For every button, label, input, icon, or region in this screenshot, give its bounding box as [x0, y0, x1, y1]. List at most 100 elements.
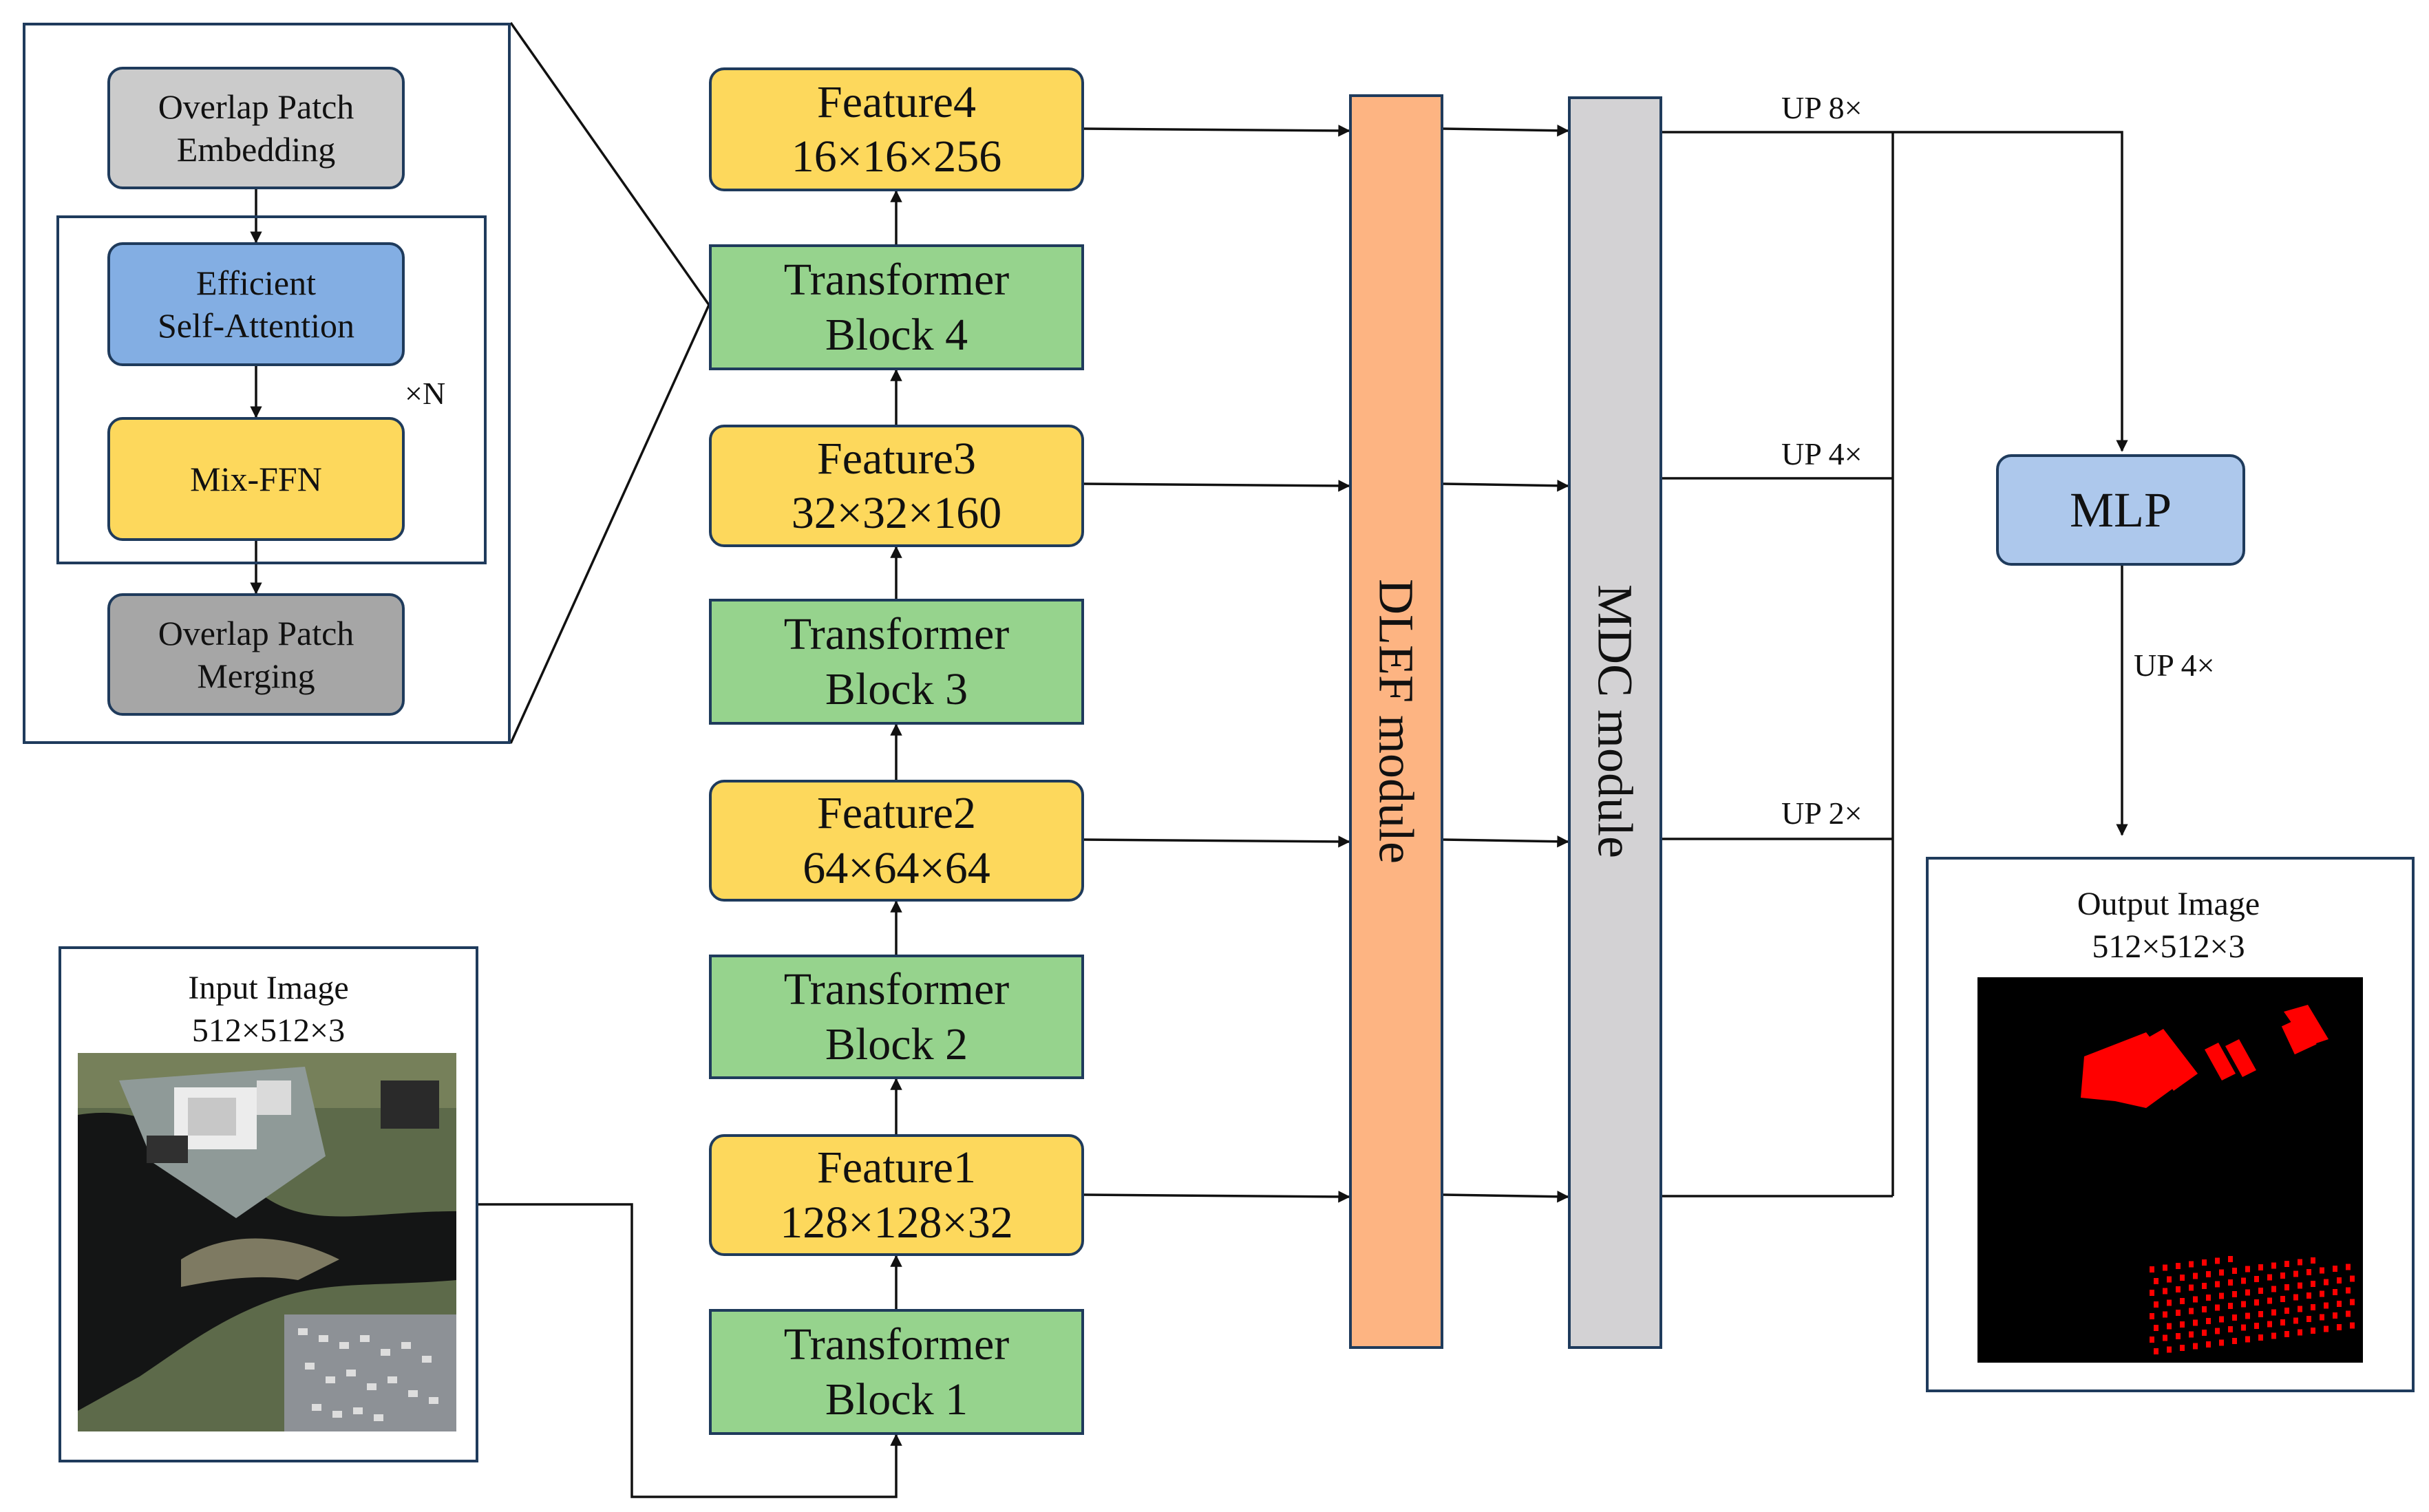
overlap-patch-embedding-box: Overlap Patch Embedding [107, 67, 405, 189]
feature2-shape: 64×64×64 [803, 842, 990, 893]
house-mask-mark [2306, 1316, 2311, 1322]
repeat-n-label: ×N [405, 376, 446, 411]
house-mask-mark [2232, 1268, 2237, 1274]
house-mask-mark [2271, 1309, 2276, 1316]
house-mask-mark [2150, 1290, 2154, 1296]
house-mask-mark [2337, 1277, 2342, 1284]
arrow-f3-dlef [1083, 480, 1350, 492]
feature3-shape: 32×32×160 [791, 488, 1002, 538]
house-mask-mark [2228, 1256, 2233, 1262]
feature2-box: Feature2 64×64×64 [709, 780, 1084, 902]
transformer-block-4: Transformer Block 4 [709, 244, 1084, 370]
house-mask-mark [2154, 1301, 2158, 1308]
house-mask-mark [2337, 1301, 2342, 1307]
mix-ffn-label: Mix-FFN [190, 459, 322, 498]
house-mask-mark [2311, 1281, 2315, 1287]
house-mask-mark [2245, 1266, 2250, 1273]
house-mask-mark [2176, 1310, 2181, 1316]
house-mask-mark [2311, 1328, 2315, 1334]
feature3-name: Feature3 [817, 433, 976, 484]
feature4-shape: 16×16×256 [791, 131, 1002, 182]
house-mask-mark [2176, 1333, 2181, 1339]
house-mask-mark [2232, 1314, 2237, 1321]
house-mask-mark [2267, 1274, 2272, 1281]
house-mask-mark [2167, 1323, 2172, 1330]
house-mask-mark [2258, 1311, 2263, 1317]
house-mask-mark [2167, 1299, 2172, 1306]
zoom-line-top [509, 21, 710, 306]
input-image-panel [59, 946, 478, 1462]
house-mask-mark [2254, 1323, 2259, 1329]
house-mask-mark [2219, 1269, 2224, 1276]
house-mask-mark [2350, 1322, 2355, 1329]
house-mask-mark [2280, 1296, 2285, 1302]
overlap-patch-merging-label: Overlap Patch Merging [158, 613, 354, 696]
house-mask-mark [2298, 1306, 2302, 1312]
output-image-shape: 512×512×3 [2092, 928, 2245, 966]
house-mask-mark [2180, 1321, 2185, 1328]
house-mask-mark [2320, 1314, 2324, 1321]
house-mask-mark [2193, 1319, 2198, 1326]
input-image-title: Input Image [188, 970, 349, 1006]
feature3-box: Feature3 32×32×160 [709, 425, 1084, 547]
arrow-f2-dlef [1083, 835, 1350, 848]
house-mask-mark [2189, 1331, 2194, 1338]
house-mask-mark [2154, 1348, 2158, 1354]
house-mask-mark [2284, 1331, 2289, 1337]
house-mask-mark [2154, 1325, 2158, 1331]
efficient-self-attention-box: Efficient Self-Attention [107, 242, 405, 366]
input-image-shape: 512×512×3 [191, 1012, 346, 1050]
house-mask-mark [2241, 1324, 2246, 1331]
feature1-shape: 128×128×32 [780, 1197, 1013, 1248]
house-mask-mark [2337, 1324, 2342, 1330]
house-mask-mark [2311, 1257, 2315, 1264]
house-mask-mark [2293, 1294, 2298, 1301]
dlef-module-label: DLEF module [1368, 579, 1424, 864]
house-mask-mark [2176, 1263, 2181, 1269]
feature1-name: Feature1 [817, 1142, 976, 1193]
input-satellite-image [78, 1053, 456, 1431]
house-mask-mark [2298, 1282, 2302, 1289]
house-mask-mark [2232, 1291, 2237, 1297]
efficient-self-attention-label: Efficient Self-Attention [157, 263, 355, 345]
house-mask-mark [2324, 1279, 2329, 1286]
transformer-block-2-label: Transformer Block 2 [783, 964, 1010, 1069]
house-mask-mark [2167, 1346, 2172, 1353]
up4-output-label: UP 4× [2134, 648, 2215, 683]
house-mask-mark [2245, 1289, 2250, 1296]
house-mask-mark [2215, 1304, 2220, 1311]
house-mask-mark [2176, 1286, 2181, 1292]
house-mask-mark [2241, 1301, 2246, 1308]
house-mask-mark [2284, 1308, 2289, 1314]
house-mask-mark [2219, 1316, 2224, 1323]
house-mask-mark [2228, 1303, 2233, 1309]
house-mask-mark [2333, 1289, 2337, 1295]
house-mask-mark [2228, 1279, 2233, 1286]
output-image-title: Output Image [2077, 886, 2260, 922]
house-mask-mark [2333, 1266, 2337, 1272]
mdc-module-label: MDC module [1587, 584, 1643, 859]
house-mask-mark [2202, 1259, 2207, 1266]
house-mask-mark [2298, 1259, 2302, 1266]
feature4-box: Feature4 16×16×256 [709, 67, 1084, 191]
zoom-line-bottom [509, 304, 710, 744]
repeat-group-frame [56, 215, 487, 564]
house-mask-mark [2206, 1318, 2211, 1324]
house-mask-mark [2206, 1341, 2211, 1348]
house-mask-mark [2320, 1290, 2324, 1297]
transformer-block-1-label: Transformer Block 1 [783, 1319, 1010, 1425]
house-mask-mark [2167, 1276, 2172, 1283]
house-mask-mark [2267, 1297, 2272, 1304]
house-mask-mark [2346, 1264, 2351, 1270]
encoder-detail-panel [23, 23, 511, 744]
house-mask-mark [2154, 1278, 2158, 1284]
feature4-name: Feature4 [817, 76, 976, 127]
house-mask-mark [2150, 1337, 2154, 1343]
house-mask-mark [2163, 1334, 2167, 1341]
house-mask-mark [2219, 1292, 2224, 1299]
house-mask-mark [2320, 1267, 2324, 1274]
house-mask-mark [2193, 1343, 2198, 1350]
feature2-name: Feature2 [817, 788, 976, 839]
arrow-f1-dlef [1083, 1191, 1350, 1203]
